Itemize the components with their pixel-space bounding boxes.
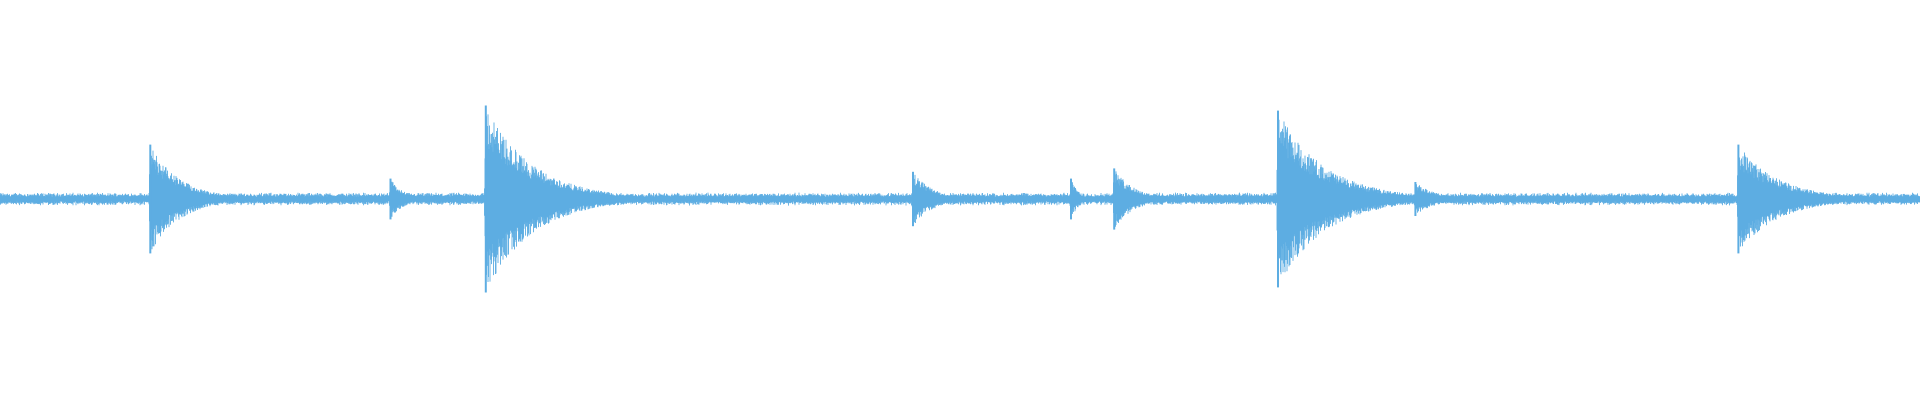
waveform-transient-hit (1277, 110, 1279, 288)
waveform-transient-soft (1070, 178, 1072, 220)
waveform-transient-soft (1113, 168, 1116, 230)
waveform-transient-hit (149, 144, 152, 254)
waveform-trace (0, 105, 1920, 293)
waveform-transient-soft (912, 171, 914, 227)
waveform-transient-soft (1414, 182, 1417, 216)
waveform-transient-hit (1737, 144, 1740, 254)
waveform-transient-soft (389, 178, 392, 220)
waveform-transient-hit (484, 105, 487, 293)
